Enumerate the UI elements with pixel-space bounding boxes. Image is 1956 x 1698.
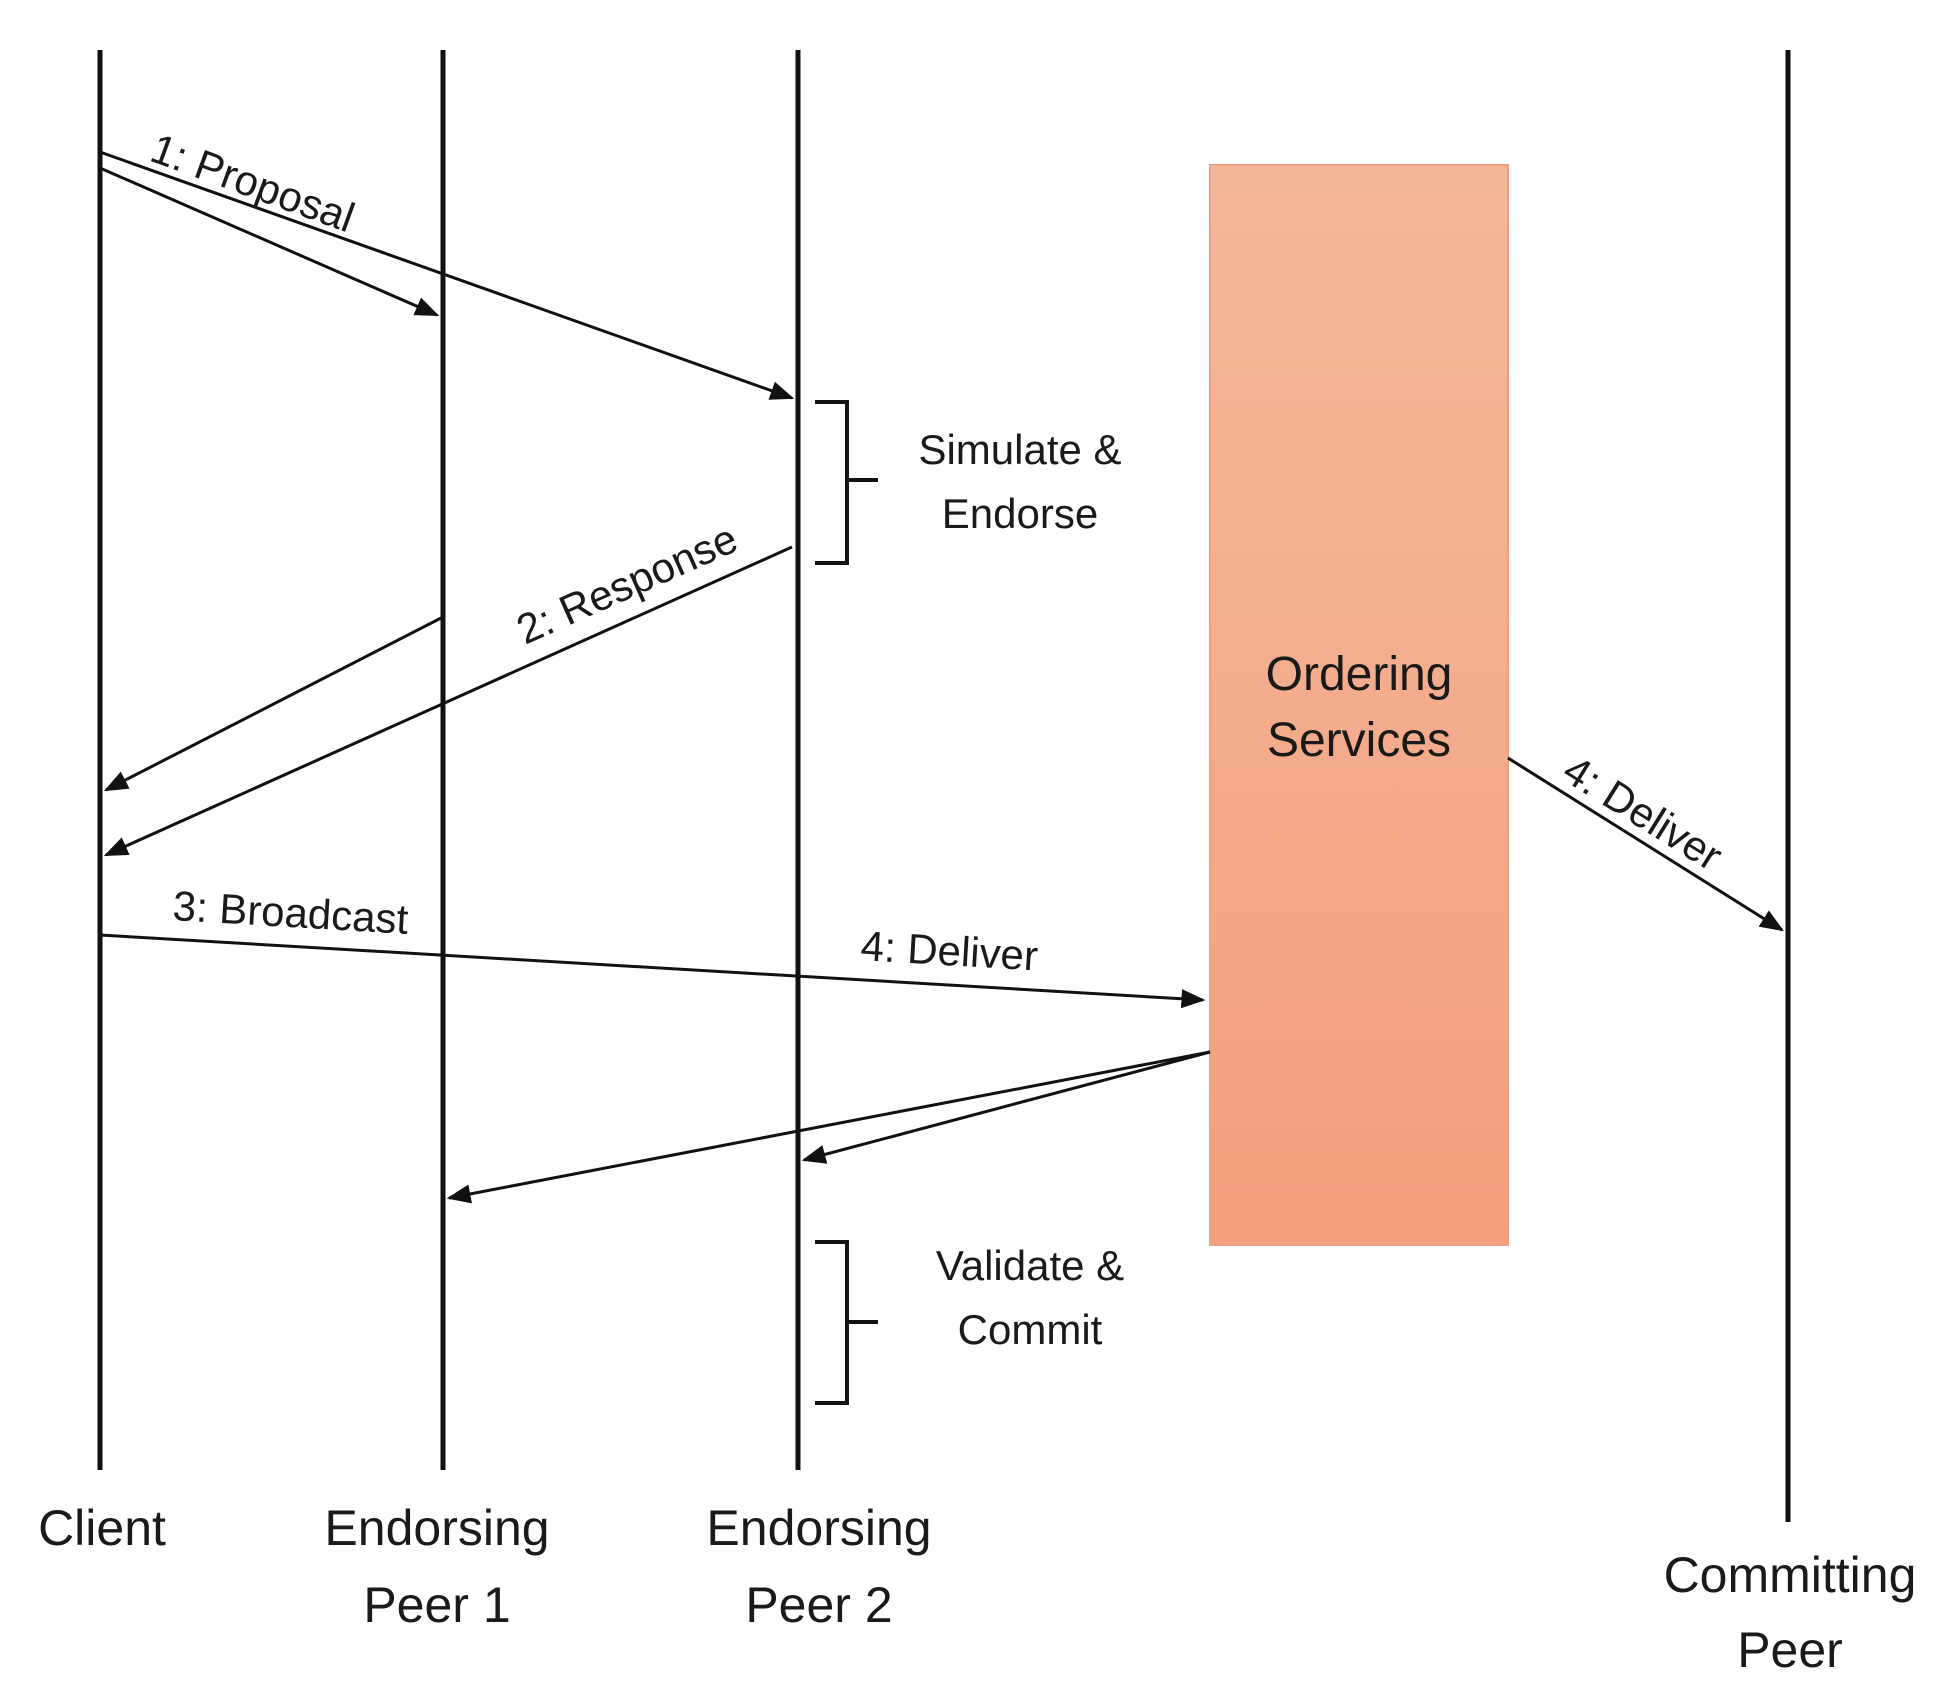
proposal-arrow-to-peer-1 xyxy=(99,166,440,317)
endorsing-peer-2-label-line2: Peer 2 xyxy=(745,1577,892,1633)
validate-commit-brace xyxy=(815,1240,878,1405)
ordering-services-box: Ordering Services xyxy=(1209,164,1509,1246)
deliver-arrow-to-peer-2 xyxy=(801,1050,1211,1164)
endorsing-peer-1-label-line1: Endorsing xyxy=(324,1500,549,1556)
response-arrow-from-peer-1 xyxy=(103,615,444,792)
proposal-label: 1: Proposal xyxy=(145,124,361,241)
deliver-to-orderer-label: 4: Deliver xyxy=(859,922,1039,979)
endorsing-peer-2-label-line1: Endorsing xyxy=(706,1500,931,1556)
validate-commit-label-line1: Validate & xyxy=(936,1242,1124,1289)
client-label: Client xyxy=(38,1500,166,1556)
broadcast-label: 3: Broadcast xyxy=(171,882,410,943)
proposal-arrow-to-peer-2 xyxy=(99,150,795,400)
ordering-services-label-line2: Services xyxy=(1267,714,1451,767)
deliver-to-committing-peer-label: 4: Deliver xyxy=(1555,746,1730,880)
ordering-services-label-line1: Ordering xyxy=(1266,648,1453,701)
deliver-to-committing-peer-arrow xyxy=(1507,756,1785,932)
committing-peer-label-line1: Committing xyxy=(1664,1547,1917,1603)
simulate-endorse-label-line1: Simulate & xyxy=(918,426,1121,473)
endorsing-peer-1-label-line2: Peer 1 xyxy=(363,1577,510,1633)
simulate-endorse-label-line2: Endorse xyxy=(942,490,1098,537)
simulate-endorse-brace xyxy=(815,400,878,565)
deliver-arrow-to-peer-1 xyxy=(446,1050,1211,1204)
committing-peer-label-line2: Peer xyxy=(1737,1622,1843,1678)
validate-commit-label-line2: Commit xyxy=(958,1306,1103,1353)
response-arrow-from-peer-2 xyxy=(103,545,793,857)
broadcast-arrow xyxy=(99,933,1206,1009)
